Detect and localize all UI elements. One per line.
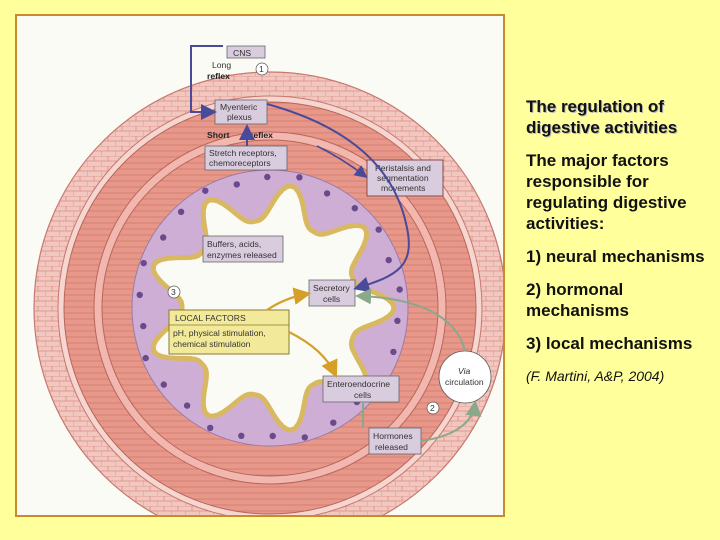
gland-cell	[296, 174, 303, 181]
short-reflex-label: reflex	[250, 130, 273, 140]
circulation-to-secretory-arrow	[355, 288, 466, 352]
hormones-to-circulation-arrow	[420, 400, 482, 442]
step-2-number: 2	[430, 403, 435, 413]
gland-cell	[385, 256, 392, 264]
long-reflex-arrow	[190, 45, 223, 120]
myenteric-plexus-box	[214, 99, 268, 125]
citation: (F. Martini, A&P, 2004)	[526, 368, 665, 384]
hormones-label-2: released	[375, 442, 408, 452]
gland-cell	[375, 226, 382, 233]
stretch-label-1: Stretch receptors,	[209, 148, 277, 158]
hormones-label-1: Hormones	[373, 431, 413, 441]
enteroendocrine-box	[322, 375, 400, 403]
gland-cell	[394, 317, 401, 324]
gland-cell	[396, 286, 403, 293]
gland-cell	[301, 434, 308, 441]
step-3-number: 3	[171, 287, 176, 297]
to-peristalsis-arrow	[316, 145, 368, 178]
stretch-receptors-box	[204, 145, 288, 171]
gland-cell	[183, 402, 191, 409]
gland-cell	[142, 354, 149, 362]
factor-neural: 1) neural mechanisms	[526, 247, 705, 266]
long-label: Long	[212, 60, 231, 70]
plexus-to-secretory-arrow	[266, 103, 410, 293]
step-2-badge	[426, 401, 440, 415]
peristalsis-label-2: segmentation	[377, 173, 429, 183]
secretory-label-1: Secretory	[313, 283, 350, 293]
cns-box	[226, 45, 266, 59]
local-to-enteroendocrine-arrow	[288, 331, 338, 378]
gland-cell	[351, 205, 358, 212]
step-1-badge	[255, 62, 269, 76]
gland-cell	[202, 187, 209, 194]
secretory-label-2: cells	[323, 294, 340, 304]
gland-cell	[264, 173, 271, 181]
local-factors-line-1: pH, physical stimulation,	[173, 328, 266, 338]
buffers-label-2: enzymes released	[207, 250, 277, 260]
gland-cell	[330, 419, 337, 426]
secretory-cells-box	[308, 279, 356, 307]
gland-cell	[233, 181, 240, 188]
factor-local: 3) local mechanisms	[526, 334, 693, 353]
entero-label-1: Enteroendocrine	[327, 379, 390, 389]
gland-cell	[140, 259, 147, 267]
gland-cell	[207, 424, 214, 432]
gland-cell	[136, 291, 143, 299]
step-1-number: 1	[259, 64, 264, 74]
side-text-panel: The regulation of digestive activities T…	[526, 96, 716, 387]
gland-cell	[160, 234, 167, 241]
long-reflex-label: reflex	[207, 71, 230, 81]
stretch-label-2: chemoreceptors	[209, 158, 271, 168]
peristalsis-box	[366, 159, 444, 197]
gland-cell	[269, 432, 276, 440]
hormones-box	[368, 427, 422, 455]
step-3-badge	[167, 285, 181, 299]
myenteric-label-1: Myenteric	[220, 102, 258, 112]
factor-hormonal: 2) hormonal mechanisms	[526, 280, 629, 320]
myenteric-label-2: plexus	[227, 112, 252, 122]
local-to-secretory-arrow	[266, 287, 312, 311]
local-factors-line-2: chemical stimulation	[173, 339, 251, 349]
gland-cell	[238, 432, 245, 439]
short-label: Short	[207, 130, 230, 140]
via-label-2: circulation	[445, 377, 484, 387]
slide-title: The regulation of digestive activities	[526, 97, 678, 137]
peristalsis-label-3: movements	[381, 183, 425, 193]
diagram-frame: CNS Long reflex 1 Myenteric plexus Short…	[15, 14, 505, 517]
cns-label: CNS	[233, 48, 251, 58]
buffers-label-1: Buffers, acids,	[207, 239, 261, 249]
local-factors-title: LOCAL FACTORS	[175, 313, 246, 323]
intro-text: The major factors responsible for regula…	[526, 151, 687, 233]
gland-cell	[177, 208, 185, 215]
peristalsis-label-1: Peristalsis and	[375, 163, 431, 173]
entero-label-2: cells	[354, 390, 371, 400]
gland-cell	[323, 190, 331, 197]
local-factors-box	[168, 309, 290, 355]
buffers-box	[202, 235, 284, 263]
digestive-regulation-diagram: CNS Long reflex 1 Myenteric plexus Short…	[33, 45, 503, 515]
via-label-1: Via	[458, 366, 470, 376]
gland-cell	[140, 322, 147, 330]
gland-cell	[160, 381, 167, 388]
gland-cell	[390, 348, 397, 356]
